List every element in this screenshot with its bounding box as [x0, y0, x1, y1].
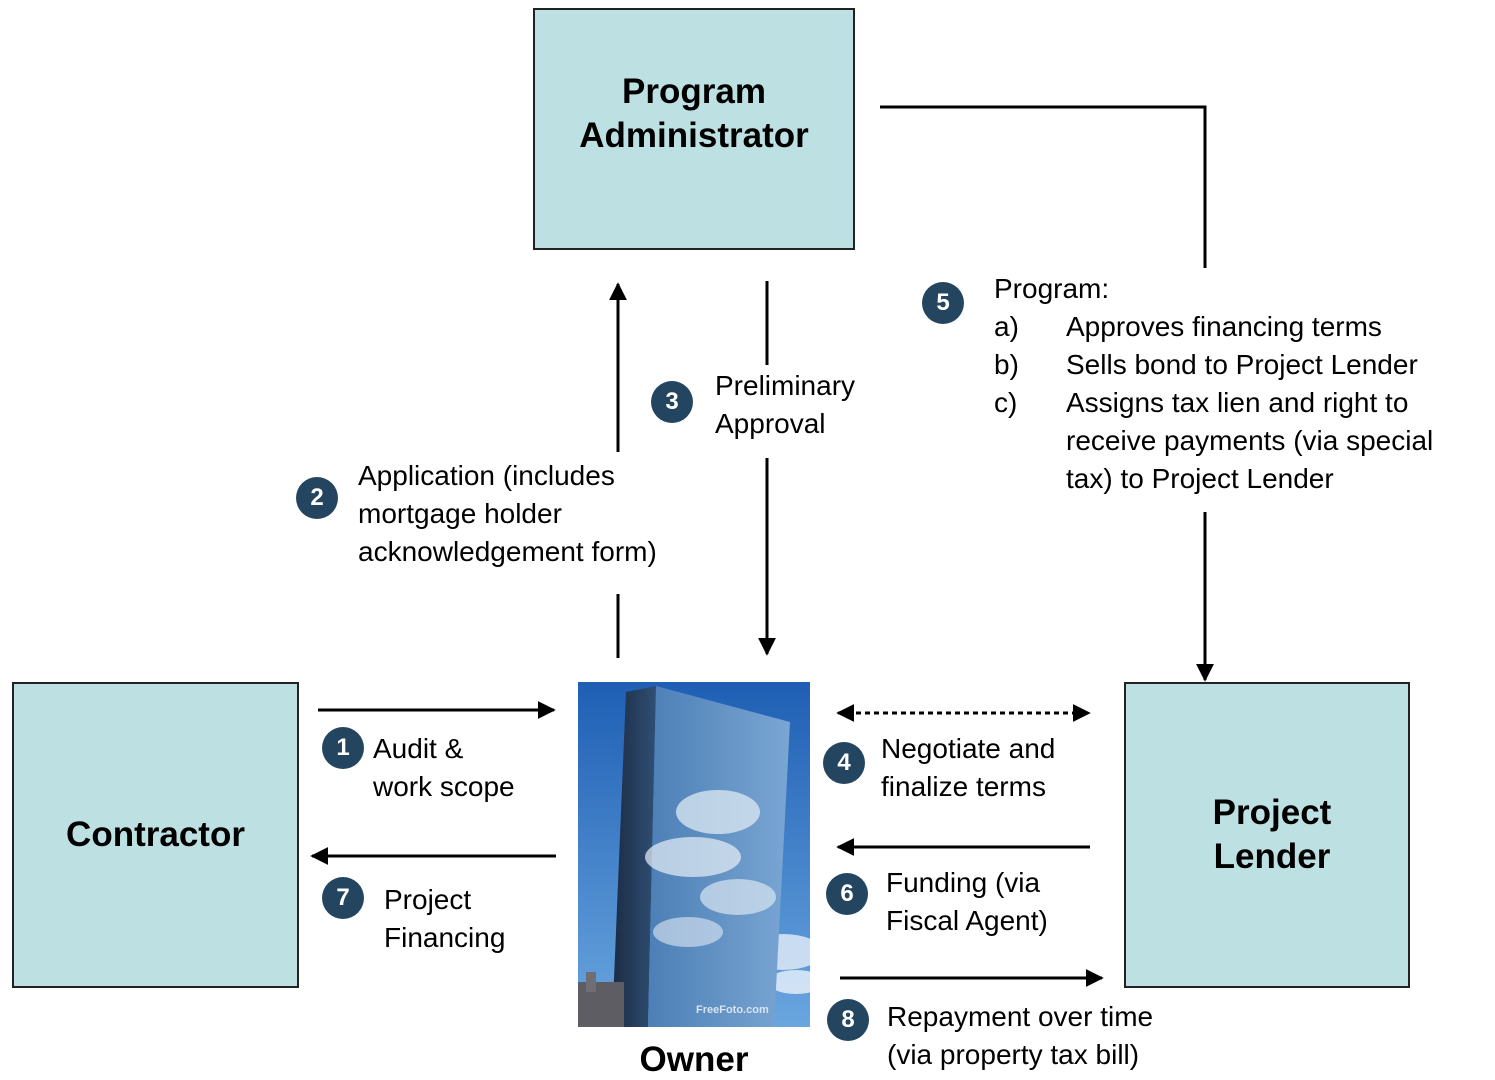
owner-building-image: FreeFoto.com [578, 682, 810, 1027]
step-2-badge: 2 [296, 477, 338, 519]
program-administrator-label: Program Administrator [579, 72, 809, 155]
step-5-item-c: c) Assigns tax lien and right to receive… [994, 387, 1434, 494]
watermark-text: FreeFoto.com [696, 1004, 769, 1016]
step-2-label: Application (includes mortgage holder ac… [358, 460, 657, 567]
step-4-label: Negotiate and finalize terms [881, 733, 1056, 802]
project-lender-box: Project Lender [1124, 682, 1410, 988]
step-5-label: Program: a) Approves financing terms b) … [994, 270, 1434, 498]
step-8-badge: 8 [827, 999, 869, 1041]
step-7-label: Project Financing [384, 884, 506, 953]
step-1-label: Audit & work scope [373, 733, 515, 802]
project-lender-label: Project Lender [1212, 793, 1332, 876]
owner-label: Owner [639, 1040, 749, 1079]
step-8-label: Repayment over time (via property tax bi… [887, 1001, 1154, 1070]
step-5-badge: 5 [922, 282, 964, 324]
connector-program-to-lender [880, 105, 1207, 268]
program-administrator-box: Program Administrator [533, 8, 855, 250]
step-5-item-b: b) Sells bond to Project Lender [994, 349, 1418, 380]
contractor-box: Contractor [12, 682, 299, 988]
step-6-badge: 6 [826, 873, 868, 915]
step-7-badge: 7 [322, 877, 364, 919]
step-5-item-a: a) Approves financing terms [994, 311, 1382, 342]
step-4-badge: 4 [823, 742, 865, 784]
step-3-badge: 3 [651, 381, 693, 423]
step-1-badge: 1 [322, 727, 364, 769]
step-3-label: Preliminary Approval [715, 370, 856, 439]
step-6-label: Funding (via Fiscal Agent) [886, 867, 1048, 936]
contractor-label: Contractor [66, 815, 245, 854]
